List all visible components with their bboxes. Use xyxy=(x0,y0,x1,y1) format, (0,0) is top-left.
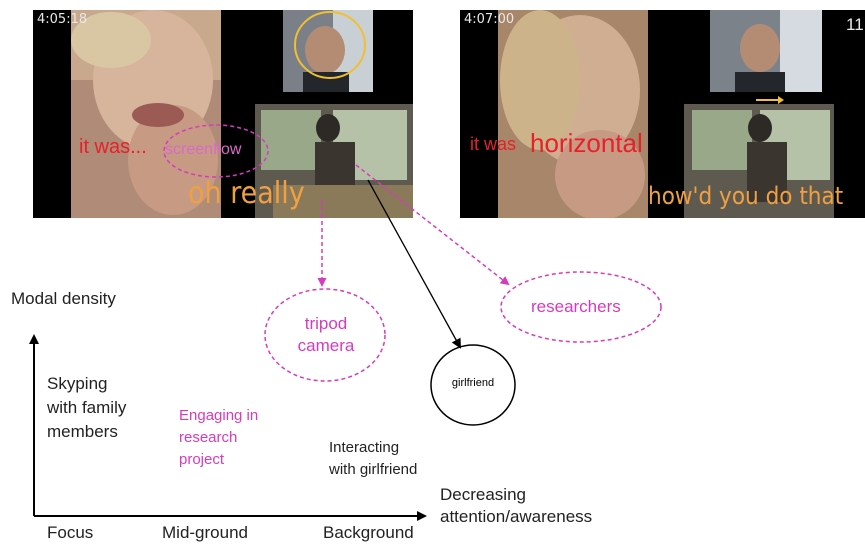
frame-11-timestamp: 4:07:00 xyxy=(464,12,515,27)
video-frame-11: 4:07:00 11 it was horizontal how'd you d… xyxy=(460,10,865,218)
activity-background: Interacting with girlfriend xyxy=(329,439,418,478)
frame-10-timestamp: 4:05:18 xyxy=(37,12,88,27)
frame-11-caption-red: it was xyxy=(470,134,517,154)
frame-10-caption-orange: oh really xyxy=(188,176,305,211)
girlfriend-label: girlfriend xyxy=(451,377,495,389)
tripod-camera-label: tripod camera xyxy=(297,314,355,355)
activity-midground: Engaging in research project xyxy=(179,407,259,468)
video-frame-11-image xyxy=(498,10,834,218)
x-tick-focus: Focus xyxy=(47,523,94,542)
x-tick-midground: Mid-ground xyxy=(162,523,248,542)
video-frame-10: 4:05:18 10 it was... screenflow oh reall… xyxy=(33,10,413,218)
frame-11-number: 11 xyxy=(846,15,864,34)
frame-11-caption-orange: how'd you do that xyxy=(648,182,844,210)
x-axis-label: Decreasing attention/awareness xyxy=(440,485,593,526)
frame-11-caption-red-big: horizontal xyxy=(530,128,643,158)
frame-10-caption-screenflow: screenflow xyxy=(165,141,242,158)
activity-focus: Skyping with family members xyxy=(47,374,127,441)
y-axis-label: Modal density xyxy=(11,289,116,308)
x-tick-background: Background xyxy=(323,523,414,542)
researchers-label: researchers xyxy=(531,297,621,316)
frame-10-caption-red: it was... xyxy=(79,136,147,158)
